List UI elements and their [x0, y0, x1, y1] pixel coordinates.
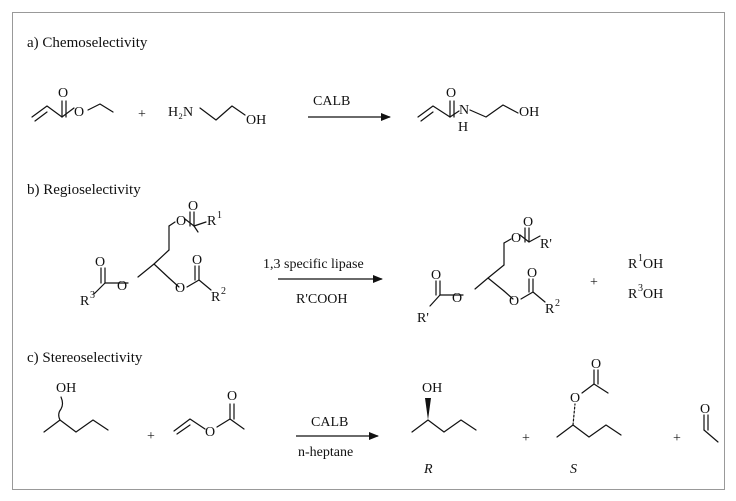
- byproduct2-r: R: [628, 287, 638, 302]
- section-c: c) Stereoselectivity OH + O O CALB n-hep…: [27, 350, 719, 477]
- ethyl-acrylate: O O: [31, 86, 114, 122]
- triglyceride: O O R 1 O O R 3 O O R 2: [80, 199, 226, 309]
- atom-o-b1c: O: [188, 199, 198, 214]
- reagent-b-above: 1,3 specific lipase: [263, 257, 364, 272]
- atom-o-b2: O: [175, 281, 185, 296]
- section-b: b) Regioselectivity O O R 1 O O R 3: [27, 182, 663, 326]
- byproduct2-sup: 3: [638, 283, 643, 294]
- byproduct2-oh: OH: [643, 287, 663, 302]
- atom-n: N: [459, 103, 469, 118]
- atom-o-ester: O: [74, 105, 84, 120]
- atom-o-s: O: [570, 391, 580, 406]
- atom-o-c2: O: [205, 425, 215, 440]
- plus-a: +: [138, 107, 146, 122]
- plus-c3: +: [673, 431, 681, 446]
- catalyst-a: CALB: [313, 94, 350, 109]
- atom-oh: OH: [246, 113, 266, 128]
- rp1-label: R': [540, 237, 552, 252]
- section-a: a) Chemoselectivity O O + H₂N OH CALB: [27, 35, 539, 135]
- ethanolamine: H₂N OH: [168, 105, 266, 128]
- atom-h: H: [458, 120, 468, 135]
- atom-o-b3: O: [117, 279, 127, 294]
- solvent-c: n-heptane: [298, 445, 353, 460]
- atom-oh-c1: OH: [56, 381, 76, 396]
- figure-frame: [12, 12, 725, 490]
- atom-o-b1: O: [176, 214, 186, 229]
- plus-c2: +: [522, 431, 530, 446]
- section-c-title: c) Stereoselectivity: [27, 350, 143, 366]
- atom-o-s-carbonyl: O: [591, 357, 601, 372]
- atom-o-p3: O: [452, 291, 462, 306]
- r2-sup: 2: [221, 286, 226, 297]
- atom-o-p2: O: [509, 294, 519, 309]
- r1-sup: 1: [217, 210, 222, 221]
- section-b-title: b) Regioselectivity: [27, 182, 141, 198]
- byproduct-r1oh: R 1 OH: [628, 253, 663, 272]
- atom-o-b3c: O: [95, 255, 105, 270]
- s-2-pentyl-acetate: O O S: [556, 357, 622, 477]
- product-triglyceride: O O O R' O O R' O O R 2: [417, 215, 560, 326]
- acetaldehyde: O: [700, 402, 719, 443]
- rp2-label: R: [545, 302, 555, 317]
- label-s: S: [570, 462, 577, 477]
- byproduct1-sup: 1: [638, 253, 643, 264]
- byproduct1-oh: OH: [643, 257, 663, 272]
- racemic-2-pentanol: OH: [43, 381, 109, 433]
- plus-b: +: [590, 275, 598, 290]
- atom-oh-product: OH: [519, 105, 539, 120]
- reagent-b-below: R'COOH: [296, 292, 348, 307]
- label-r: R: [423, 462, 433, 477]
- atom-o-p2c: O: [527, 266, 537, 281]
- atom-o-carbonyl: O: [58, 86, 68, 101]
- hydroxyethyl-acrylamide: O N H OH: [417, 86, 539, 135]
- r-2-pentanol: OH R: [411, 381, 477, 477]
- atom-h2n: H₂N: [168, 105, 193, 120]
- r3-label: R: [80, 294, 90, 309]
- atom-oh-r: OH: [422, 381, 442, 396]
- byproduct1-r: R: [628, 257, 638, 272]
- rp2-sup: 2: [555, 298, 560, 309]
- atom-o-amide: O: [446, 86, 456, 101]
- r1-label: R: [207, 214, 217, 229]
- atom-o-acetaldehyde: O: [700, 402, 710, 417]
- rp3-label: R': [417, 311, 429, 326]
- plus-c1: +: [147, 429, 155, 444]
- r2-label: R: [211, 290, 221, 305]
- atom-o-p1: O: [511, 231, 521, 246]
- atom-o-b2c: O: [192, 253, 202, 268]
- vinyl-acetate: O O: [173, 389, 245, 440]
- section-a-title: a) Chemoselectivity: [27, 35, 148, 51]
- r3-sup: 3: [90, 290, 95, 301]
- atom-o-p1-carbonyl: O: [523, 215, 533, 230]
- catalyst-c: CALB: [311, 415, 348, 430]
- byproduct-r3oh: R 3 OH: [628, 283, 663, 302]
- atom-o-c2c: O: [227, 389, 237, 404]
- atom-o-p3c: O: [431, 268, 441, 283]
